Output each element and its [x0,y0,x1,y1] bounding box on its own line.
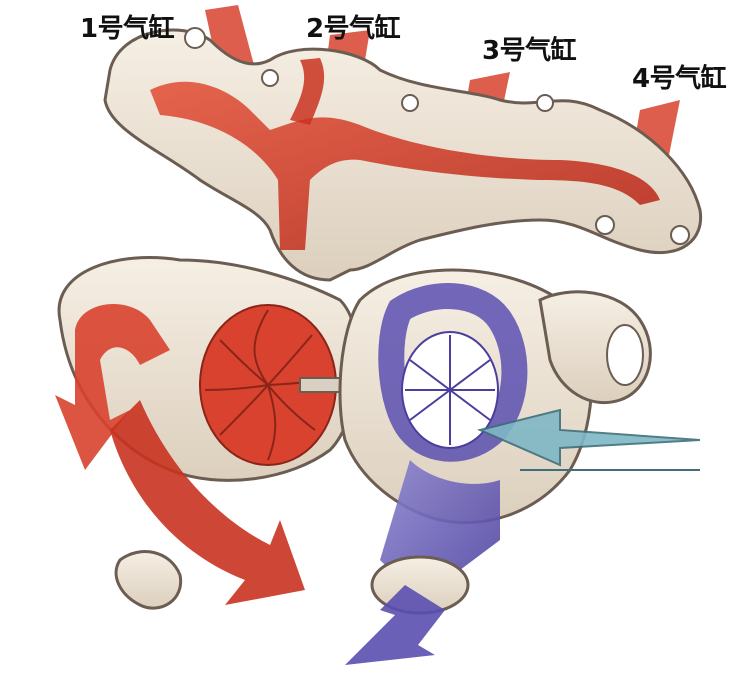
turbine-housing [57,256,360,482]
cylinder-2-label: 2号气缸 [306,14,401,44]
intake-air-arrow [476,408,701,471]
compressed-air-outlet [345,460,500,665]
flow-arrow-icon [345,585,445,665]
cylinder-1-label: 1号气缸 [80,14,175,44]
cylinder-4-label: 4号气缸 [632,64,727,94]
cylinder-3-label: 3号气缸 [482,36,577,66]
exhaust-outlet-arrows [55,303,305,610]
exhaust-flow-manifold [150,58,660,250]
flow-arrow-icon [476,408,701,467]
flow-arrow-icon [110,400,305,605]
flow-arrow-icon [55,303,170,470]
